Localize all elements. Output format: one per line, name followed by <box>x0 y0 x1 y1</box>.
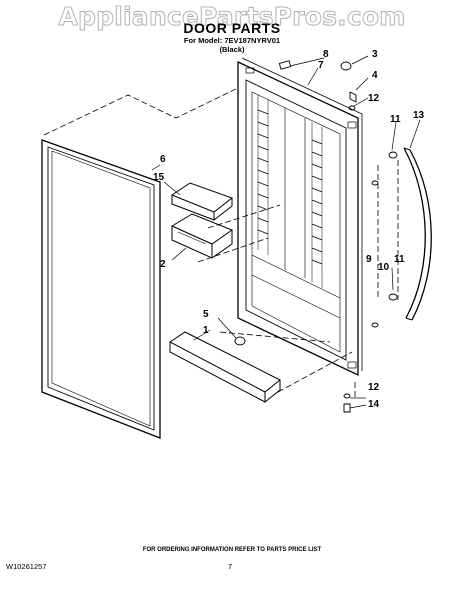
callout-13: 13 <box>413 110 425 121</box>
callout-14: 14 <box>368 399 380 410</box>
part-14-bushing <box>343 403 351 413</box>
part-9-bottom-screw <box>371 322 379 328</box>
callout-4: 4 <box>372 70 378 81</box>
callout-11-bottom: 11 <box>394 254 405 265</box>
callout-numbers: 8 7 3 4 12 13 11 6 15 2 9 10 11 5 1 12 1… <box>153 49 425 410</box>
callout-2: 2 <box>160 259 166 270</box>
part-9-top-screw <box>371 180 379 186</box>
part-8-label <box>278 60 292 70</box>
watermark-text: AppliancePartsPros.com <box>58 2 406 32</box>
callout-8: 8 <box>323 49 329 60</box>
part-12-top-screw <box>348 105 356 111</box>
part-4-hinge <box>349 91 357 103</box>
door-gasket <box>41 139 161 439</box>
page-title: DOOR PARTS <box>183 20 281 36</box>
callout-12-bottom: 12 <box>368 382 380 393</box>
ordering-info-note: FOR ORDERING INFORMATION REFER TO PARTS … <box>142 547 322 553</box>
leader-lines <box>151 55 421 409</box>
small-parts <box>234 60 398 413</box>
callout-9: 9 <box>366 254 372 265</box>
liner-rib-marks <box>257 109 323 265</box>
callout-12-top: 12 <box>368 93 380 104</box>
door-handle <box>403 147 432 321</box>
page-number: 7 <box>228 562 233 571</box>
lower-bin <box>169 331 281 403</box>
callout-5: 5 <box>203 309 209 320</box>
callout-7: 7 <box>318 60 324 71</box>
part-5-plug <box>234 336 246 346</box>
guide-lines <box>43 87 399 398</box>
color-line: (Black) <box>219 45 245 54</box>
door-bins <box>170 182 234 259</box>
callout-1: 1 <box>203 325 209 336</box>
model-line: For Model: 7EV187NYRV01 <box>183 36 281 45</box>
callout-15: 15 <box>153 172 165 183</box>
callout-11-top: 11 <box>390 114 401 125</box>
part-11-bottom-cap <box>388 293 398 301</box>
part-11-top-cap <box>388 151 398 159</box>
door-liner <box>237 57 363 377</box>
callout-6: 6 <box>160 154 166 165</box>
part-12-bottom-screw <box>343 393 351 399</box>
part-3-cap <box>340 61 352 71</box>
model-subtitle: For Model: 7EV187NYRV01 (Black) <box>0 36 464 54</box>
document-id: W10261257 <box>6 562 47 571</box>
callout-3: 3 <box>372 49 378 60</box>
callout-10: 10 <box>378 262 390 273</box>
